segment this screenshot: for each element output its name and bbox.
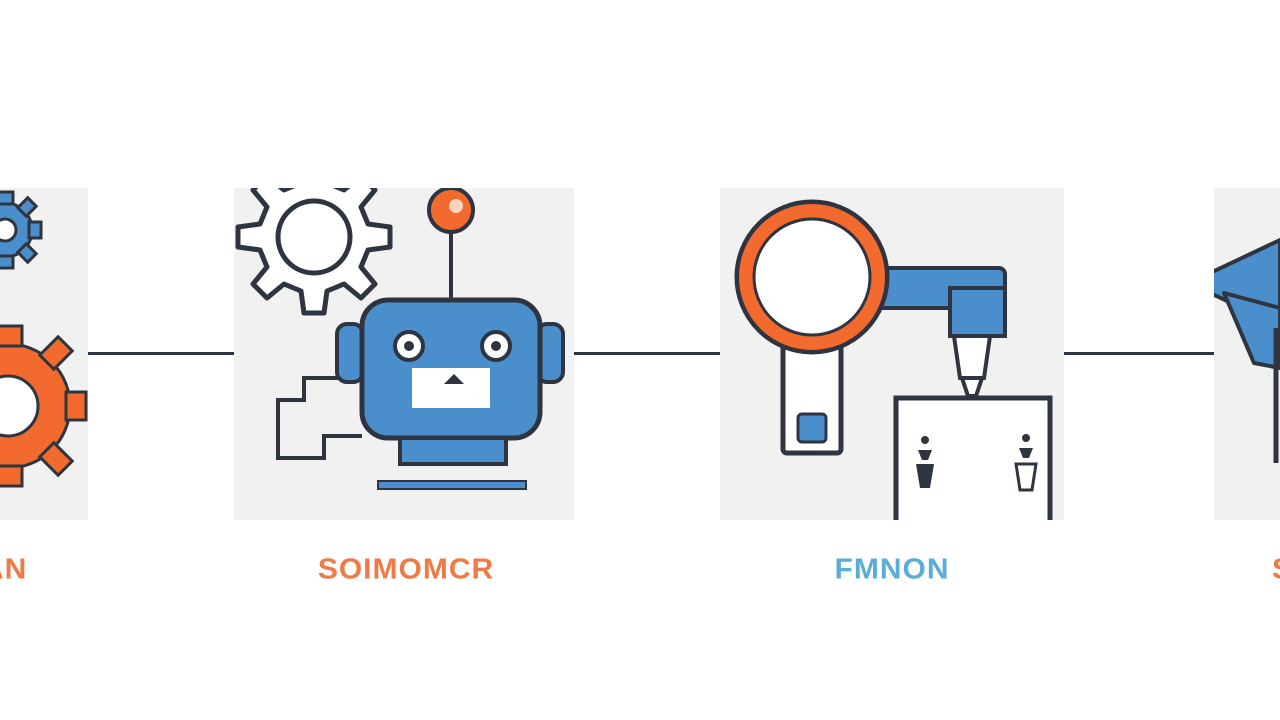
step-2-panel	[234, 188, 574, 520]
step-3-label: FMNON	[834, 553, 950, 586]
step-1-panel	[0, 188, 88, 520]
step-2-label: SOIMOMCR	[317, 553, 495, 586]
connector-line-1	[80, 352, 235, 355]
robot-icon	[235, 188, 565, 490]
step-4-label: S	[1272, 554, 1280, 586]
step-3-panel	[720, 188, 1064, 520]
step-4-panel	[1214, 188, 1280, 520]
gears-icon	[0, 190, 88, 488]
graduation-cap-icon	[1214, 238, 1280, 463]
microscope-icon	[734, 199, 1053, 520]
connector-line-3	[1062, 352, 1217, 355]
step-1-label: IAN	[0, 553, 28, 586]
connector-line-2	[572, 352, 722, 355]
